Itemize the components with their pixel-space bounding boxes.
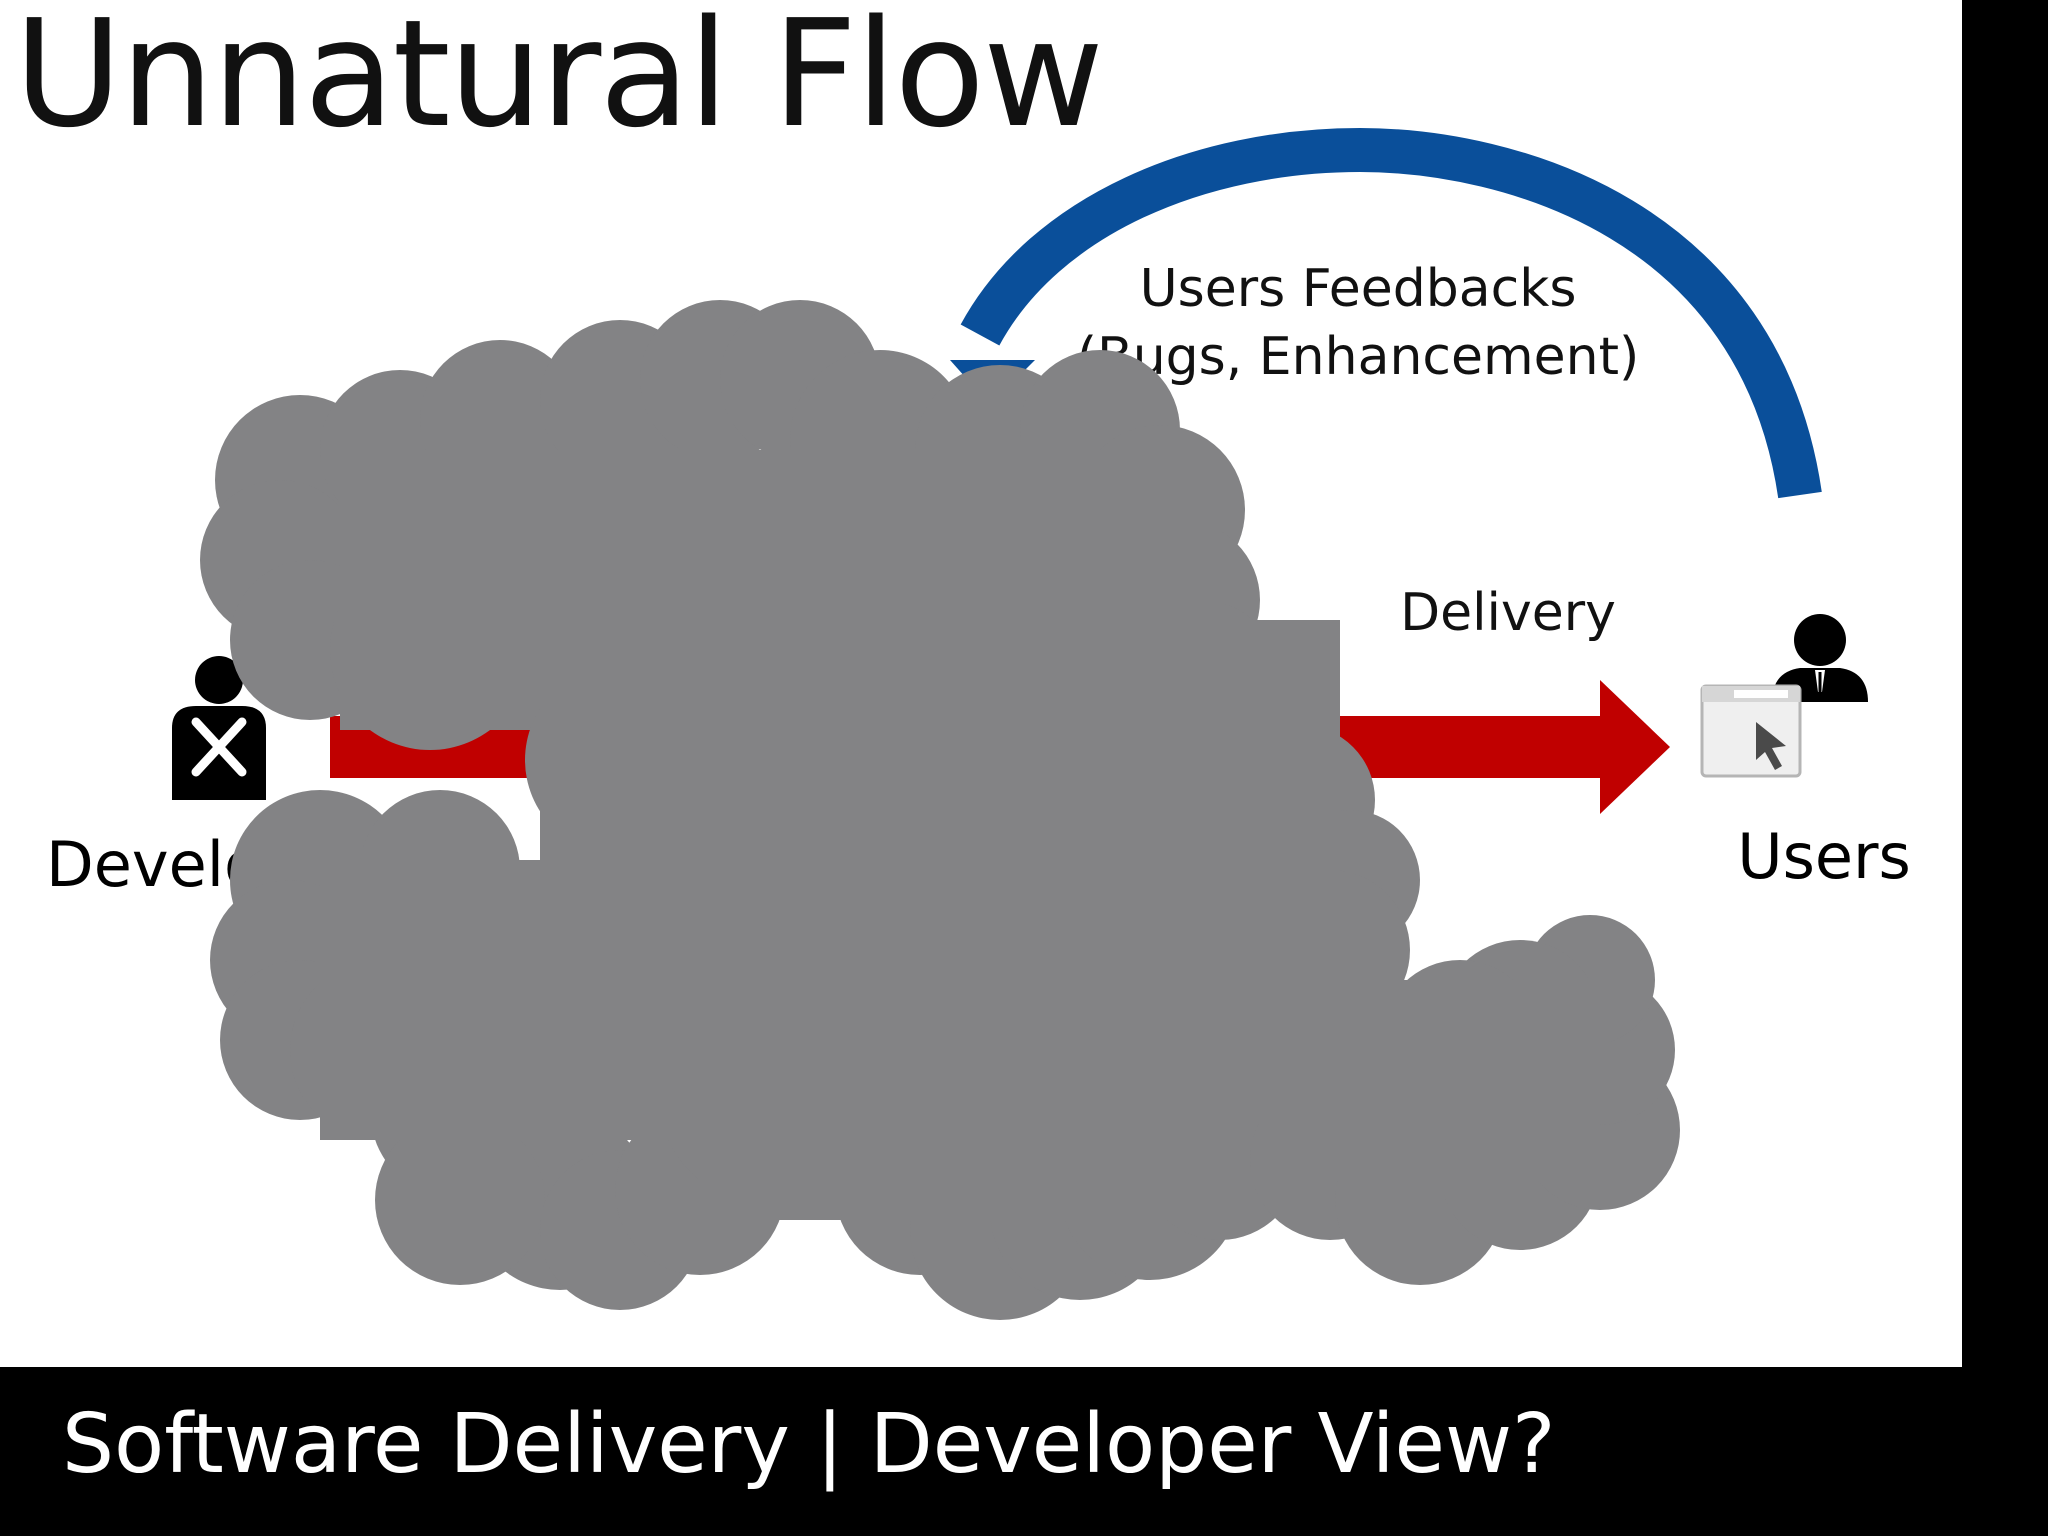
flow-diagram: Users Feedbacks (Bugs, Enhancement) Deli… (46, 127, 1911, 1320)
browser-cursor-icon (1700, 684, 1802, 778)
feedback-label-line2: (Bugs, Enhancement) (1077, 327, 1640, 387)
right-letterbox (1962, 0, 2048, 1367)
slide-canvas: Unnatural Flow Users Feedbacks (Bugs, En… (0, 0, 1962, 1367)
developer-label: Develo (46, 828, 262, 901)
delivery-label: Delivery (1400, 583, 1616, 643)
gray-cloud-overlay (200, 300, 1680, 1320)
developer-tools-icon (172, 656, 266, 800)
feedback-label-line1: Users Feedbacks (1140, 259, 1577, 319)
users-label: Users (1737, 820, 1911, 893)
footer-bar: Software Delivery | Developer View? (0, 1367, 2048, 1536)
slide-title: Unnatural Flow (14, 0, 1104, 160)
footer-caption: Software Delivery | Developer View? (62, 1397, 1556, 1492)
